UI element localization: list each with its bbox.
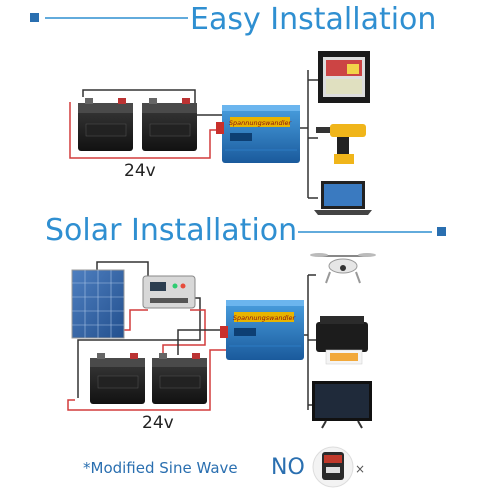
- inverter-brand-label: Spannungswandler: [229, 119, 293, 127]
- battery-icon: [152, 353, 207, 404]
- easy-installation-title: Easy Installation: [190, 2, 437, 37]
- battery-icon: [90, 353, 145, 404]
- easy-voltage-label: 24v: [124, 161, 156, 181]
- solar-wiring: [67, 261, 316, 411]
- inverter-brand-label: Spannungswandler: [233, 314, 297, 322]
- charge-controller-icon: [142, 275, 196, 309]
- heading-divider-mid: [298, 227, 446, 236]
- laptop-icon: [314, 181, 372, 215]
- tv-icon: [312, 381, 372, 429]
- inverter-icon: Spannungswandler: [216, 105, 300, 163]
- solar-installation-title: Solar Installation: [45, 213, 298, 248]
- cross-mark: ×: [355, 462, 366, 476]
- heading-divider-top: [30, 13, 188, 22]
- battery-icon: [78, 98, 133, 151]
- no-label: NO: [271, 455, 305, 480]
- modified-sine-wave-note: *Modified Sine Wave: [83, 459, 238, 477]
- drone-icon: [310, 253, 376, 284]
- battery-icon: [142, 98, 197, 151]
- fridge-icon: [318, 51, 370, 103]
- coffee-machine-icon: [312, 446, 354, 488]
- printer-icon: [316, 316, 368, 365]
- solar-voltage-label: 24v: [142, 413, 174, 433]
- inverter-icon: Spannungswandler: [220, 300, 304, 360]
- easy-wiring: [69, 70, 318, 199]
- drill-icon: [316, 124, 366, 164]
- solar-panel-icon: [71, 269, 125, 339]
